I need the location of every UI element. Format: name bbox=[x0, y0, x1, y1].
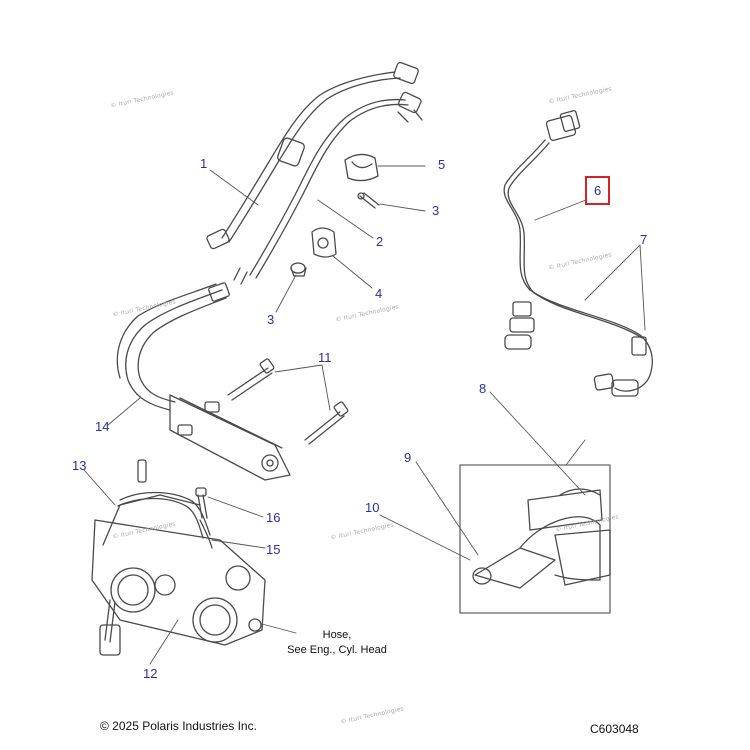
callout-14[interactable]: 14 bbox=[95, 419, 110, 434]
callout-5[interactable]: 5 bbox=[438, 157, 446, 172]
callout-6-selected[interactable]: 6 bbox=[585, 176, 611, 205]
bolts-part-11 bbox=[227, 358, 349, 445]
copyright-text: © 2025 Polaris Industries Inc. bbox=[100, 719, 257, 733]
callout-3-lower[interactable]: 3 bbox=[267, 312, 275, 327]
callout-16[interactable]: 16 bbox=[266, 510, 281, 525]
bracket-part-4 bbox=[311, 227, 337, 258]
callout-8[interactable]: 8 bbox=[479, 381, 487, 396]
injector-harness-part-6 bbox=[503, 110, 653, 397]
grommet-part-3-lower bbox=[290, 262, 307, 277]
hose-note-line1: Hose, bbox=[322, 629, 352, 641]
fitting-part-13 bbox=[117, 459, 211, 539]
callout-11[interactable]: 11 bbox=[318, 350, 332, 365]
hose-note: Hose, See Eng., Cyl. Head bbox=[272, 628, 402, 658]
callout-7[interactable]: 7 bbox=[640, 232, 648, 247]
callout-10[interactable]: 10 bbox=[365, 500, 380, 515]
callout-15[interactable]: 15 bbox=[266, 542, 281, 557]
callout-3-upper[interactable]: 3 bbox=[432, 203, 440, 218]
hose-part-15-16 bbox=[195, 487, 213, 549]
pin-part-3-upper bbox=[357, 192, 380, 209]
callout-4[interactable]: 4 bbox=[375, 286, 383, 301]
callout-12[interactable]: 12 bbox=[143, 666, 158, 681]
injector-detail-box bbox=[459, 464, 611, 614]
fuel-rail-part-14 bbox=[116, 282, 291, 481]
callout-13[interactable]: 13 bbox=[72, 458, 87, 473]
leader-lines bbox=[83, 165, 646, 665]
callout-9[interactable]: 9 bbox=[404, 450, 412, 465]
callout-2[interactable]: 2 bbox=[376, 234, 384, 249]
throttle-body-part-12 bbox=[91, 494, 266, 656]
hose-note-line2: See Eng., Cyl. Head bbox=[287, 643, 387, 656]
callout-1[interactable]: 1 bbox=[200, 156, 208, 171]
fuel-line-assembly bbox=[206, 61, 423, 285]
clamp-part-5 bbox=[344, 153, 379, 182]
diagram-code: C603048 bbox=[590, 722, 639, 736]
